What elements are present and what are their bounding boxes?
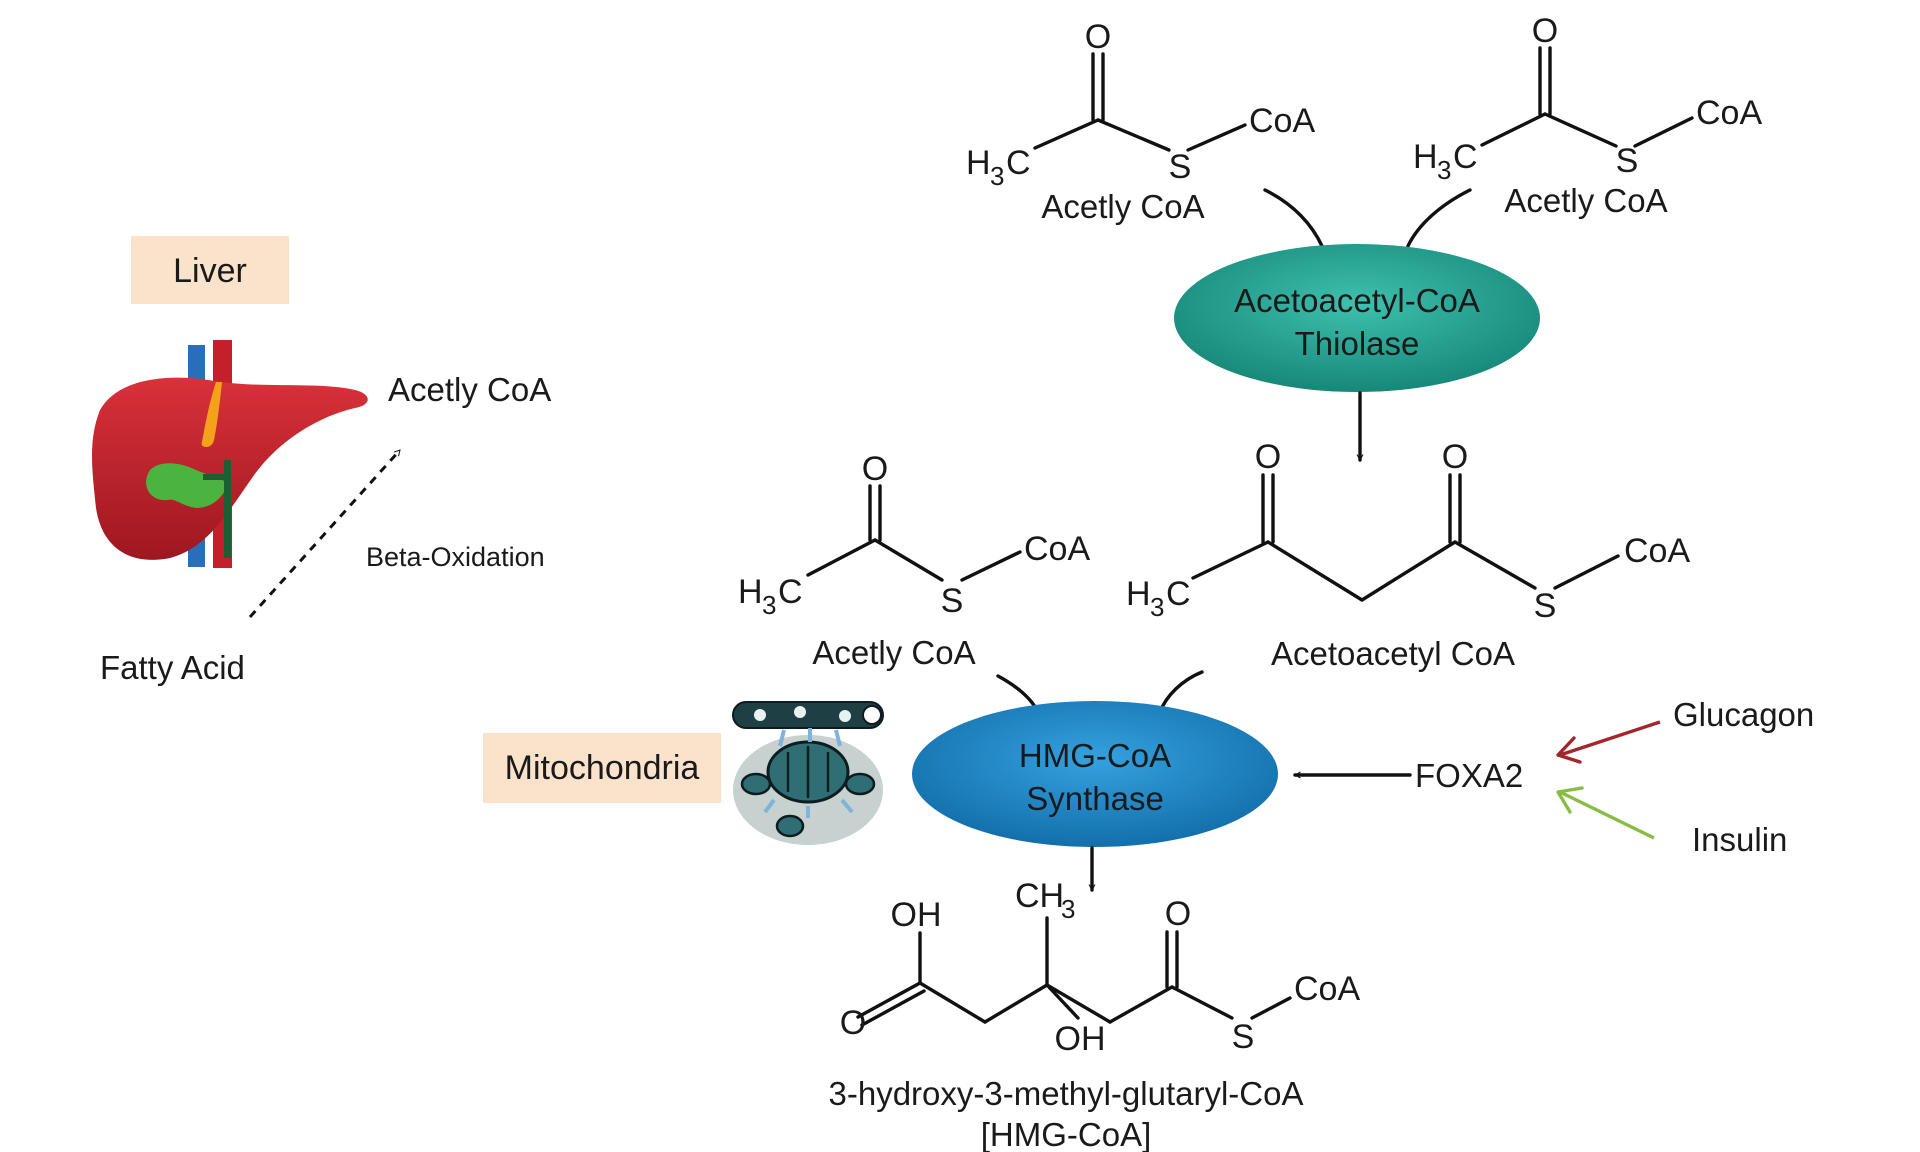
methyl-ch: CH <box>1015 877 1064 915</box>
methyl-subscript: 3 <box>762 590 776 620</box>
methyl-c: C <box>1006 144 1031 182</box>
glucagon-label: Glucagon <box>1673 696 1814 733</box>
oxygen-atom: O <box>1255 438 1281 476</box>
methyl-c: C <box>1453 138 1478 176</box>
methyl-h: H <box>966 144 991 182</box>
substrate-connector-left <box>1263 188 1324 248</box>
oxygen-atom: O <box>840 1004 866 1042</box>
methyl-h: H <box>1413 138 1438 176</box>
sulfur-atom: S <box>1534 587 1557 625</box>
beta-oxidation-label: Beta-Oxidation <box>366 542 545 572</box>
liver-panel: Liver Acetly CoA Beta-Oxidation Fatty Ac… <box>92 236 551 686</box>
coa-group: CoA <box>1696 94 1762 132</box>
synthase-label-2: Synthase <box>1026 780 1164 817</box>
sulfur-atom: S <box>1616 142 1639 180</box>
sulfur-atom: S <box>941 582 964 620</box>
thiolase-label-2: Thiolase <box>1295 325 1420 362</box>
oxygen-atom: O <box>1532 12 1558 50</box>
coa-group: CoA <box>1249 102 1315 140</box>
sulfur-atom: S <box>1232 1018 1255 1056</box>
foxa2-label: FOXA2 <box>1415 757 1523 794</box>
oxygen-atom: O <box>1442 438 1468 476</box>
hmg-coa-synthase-enzyme: HMG-CoA Synthase <box>912 701 1278 847</box>
acetoacetyl-coa-label: Acetoacetyl CoA <box>1271 635 1515 672</box>
acetyl-coa-label-1: Acetly CoA <box>1041 188 1204 225</box>
liver-product-label: Acetly CoA <box>388 371 551 408</box>
mitochondria-icon <box>732 701 884 845</box>
hydroxyl-group: OH <box>891 896 942 934</box>
fatty-acid-label: Fatty Acid <box>100 649 245 686</box>
regulation-panel: FOXA2 Glucagon Insulin <box>1293 696 1814 858</box>
acetyl-coa-label-2: Acetly CoA <box>1504 182 1667 219</box>
methyl-subscript: 3 <box>1061 894 1075 924</box>
methyl-c: C <box>1166 575 1191 613</box>
beta-oxidation-arrow <box>248 448 402 619</box>
hydroxyl-group: OH <box>1055 1020 1106 1058</box>
coa-group: CoA <box>1294 970 1360 1008</box>
oxygen-atom: O <box>1165 895 1191 933</box>
hmg-coa-label-1: 3-hydroxy-3-methyl-glutaryl-CoA <box>829 1075 1304 1112</box>
substrate-connector-right <box>1406 188 1472 248</box>
acetyl-coa-molecule-1: O S CoA H 3 C Acetly CoA <box>966 18 1315 225</box>
hmg-coa-label-2: [HMG-CoA] <box>981 1116 1152 1152</box>
methyl-c: C <box>778 573 803 611</box>
acetoacetyl-coa-molecule: O O S CoA H 3 C Acetoacetyl CoA <box>1126 438 1690 672</box>
acetyl-coa-molecule-2: O S CoA H 3 C Acetly CoA <box>1413 12 1762 219</box>
coa-group: CoA <box>1624 532 1690 570</box>
methyl-subscript: 3 <box>1437 155 1451 185</box>
sulfur-atom: S <box>1169 148 1192 186</box>
thiolase-enzyme: Acetoacetyl-CoA Thiolase <box>1174 244 1540 392</box>
hmg-coa-molecule: OH O CH 3 OH O S CoA 3-hydroxy-3-methyl-… <box>829 877 1361 1152</box>
acetyl-coa-molecule-3: O S CoA H 3 C Acetly CoA <box>738 450 1090 671</box>
liver-icon <box>92 340 368 568</box>
insulin-arrow <box>1559 790 1655 840</box>
mitochondria-tag <box>483 733 721 803</box>
liver-tag <box>131 236 289 304</box>
mitochondria-tag-label: Mitochondria <box>505 749 700 787</box>
oxygen-atom: O <box>862 450 888 488</box>
methyl-subscript: 3 <box>1150 592 1164 622</box>
thiolase-label-1: Acetoacetyl-CoA <box>1234 282 1480 319</box>
acetyl-coa-label-3: Acetly CoA <box>812 634 975 671</box>
synthase-label-1: HMG-CoA <box>1019 737 1171 774</box>
glucagon-arrow <box>1559 720 1661 757</box>
methyl-h: H <box>738 573 763 611</box>
oxygen-atom: O <box>1085 18 1111 56</box>
insulin-label: Insulin <box>1692 821 1787 858</box>
substrate-connector-right <box>1158 670 1204 714</box>
methyl-h: H <box>1126 575 1151 613</box>
liver-tag-label: Liver <box>173 252 247 290</box>
coa-group: CoA <box>1024 530 1090 568</box>
methyl-subscript: 3 <box>990 161 1004 191</box>
